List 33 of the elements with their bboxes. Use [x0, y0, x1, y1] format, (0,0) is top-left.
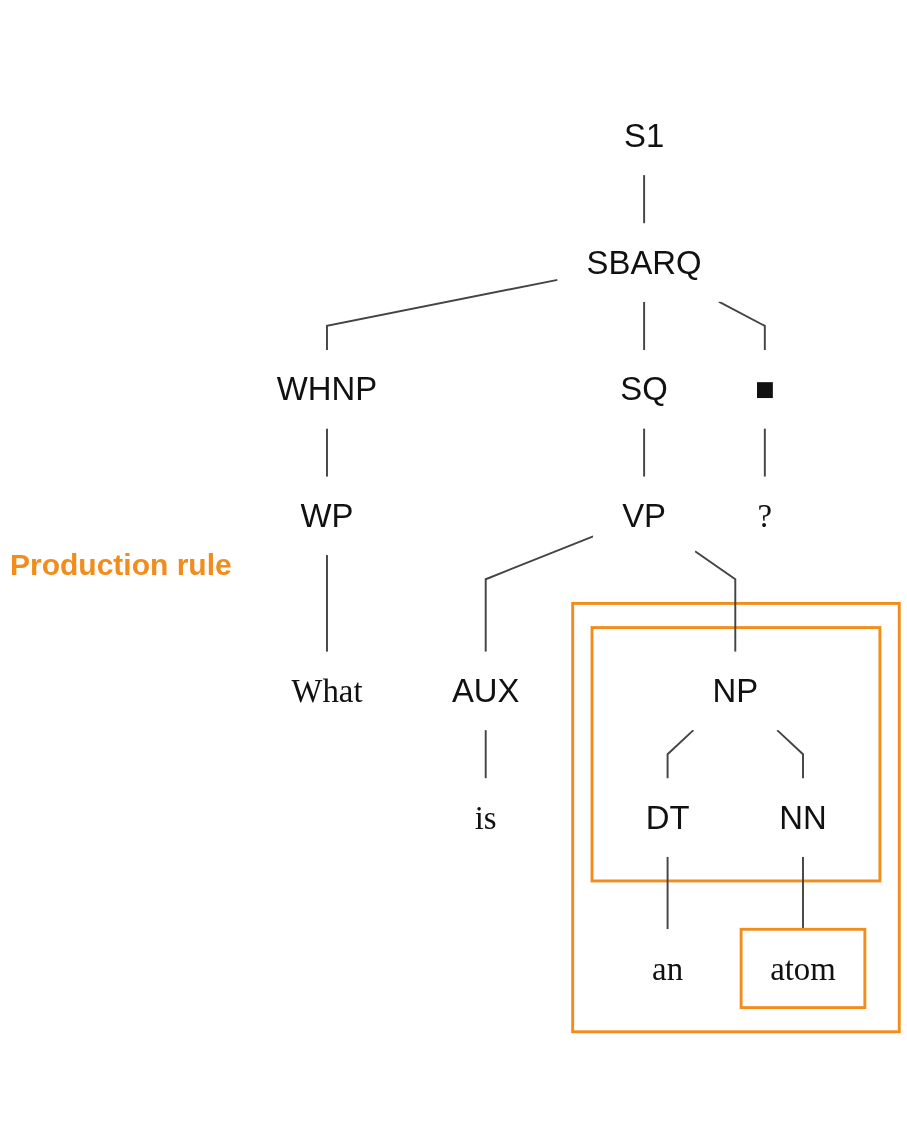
connector	[326, 427, 328, 478]
cluster	[571, 602, 901, 1034]
node-text: SBARQ	[586, 243, 702, 281]
node-text: WHNP	[276, 370, 378, 408]
connector	[776, 729, 804, 780]
node-text: an	[652, 950, 684, 987]
connector	[326, 554, 328, 653]
connector	[643, 174, 646, 225]
node-text: What	[291, 673, 363, 710]
connector	[694, 550, 737, 653]
node-text: NP	[712, 672, 759, 710]
node-text: ?	[757, 498, 773, 535]
connector	[666, 729, 695, 780]
connector	[666, 856, 669, 931]
connector	[763, 427, 766, 478]
node-text: ■	[754, 370, 775, 408]
connector	[643, 427, 646, 478]
node-text: DT	[645, 798, 690, 836]
node-text: is	[474, 799, 497, 836]
node-box: atom	[739, 928, 867, 1010]
node-text: WP	[300, 497, 354, 535]
node-text: S1	[624, 117, 665, 155]
note-text: Production rule	[10, 547, 233, 582]
connector	[484, 729, 487, 780]
node-text: NN	[779, 798, 827, 836]
cluster	[590, 626, 882, 883]
node-text: VP	[622, 497, 667, 535]
connector	[326, 279, 559, 352]
node-text: AUX	[451, 672, 520, 710]
connector	[643, 301, 646, 352]
connector	[484, 535, 595, 653]
connector	[717, 301, 766, 352]
node-text: SQ	[620, 370, 668, 408]
